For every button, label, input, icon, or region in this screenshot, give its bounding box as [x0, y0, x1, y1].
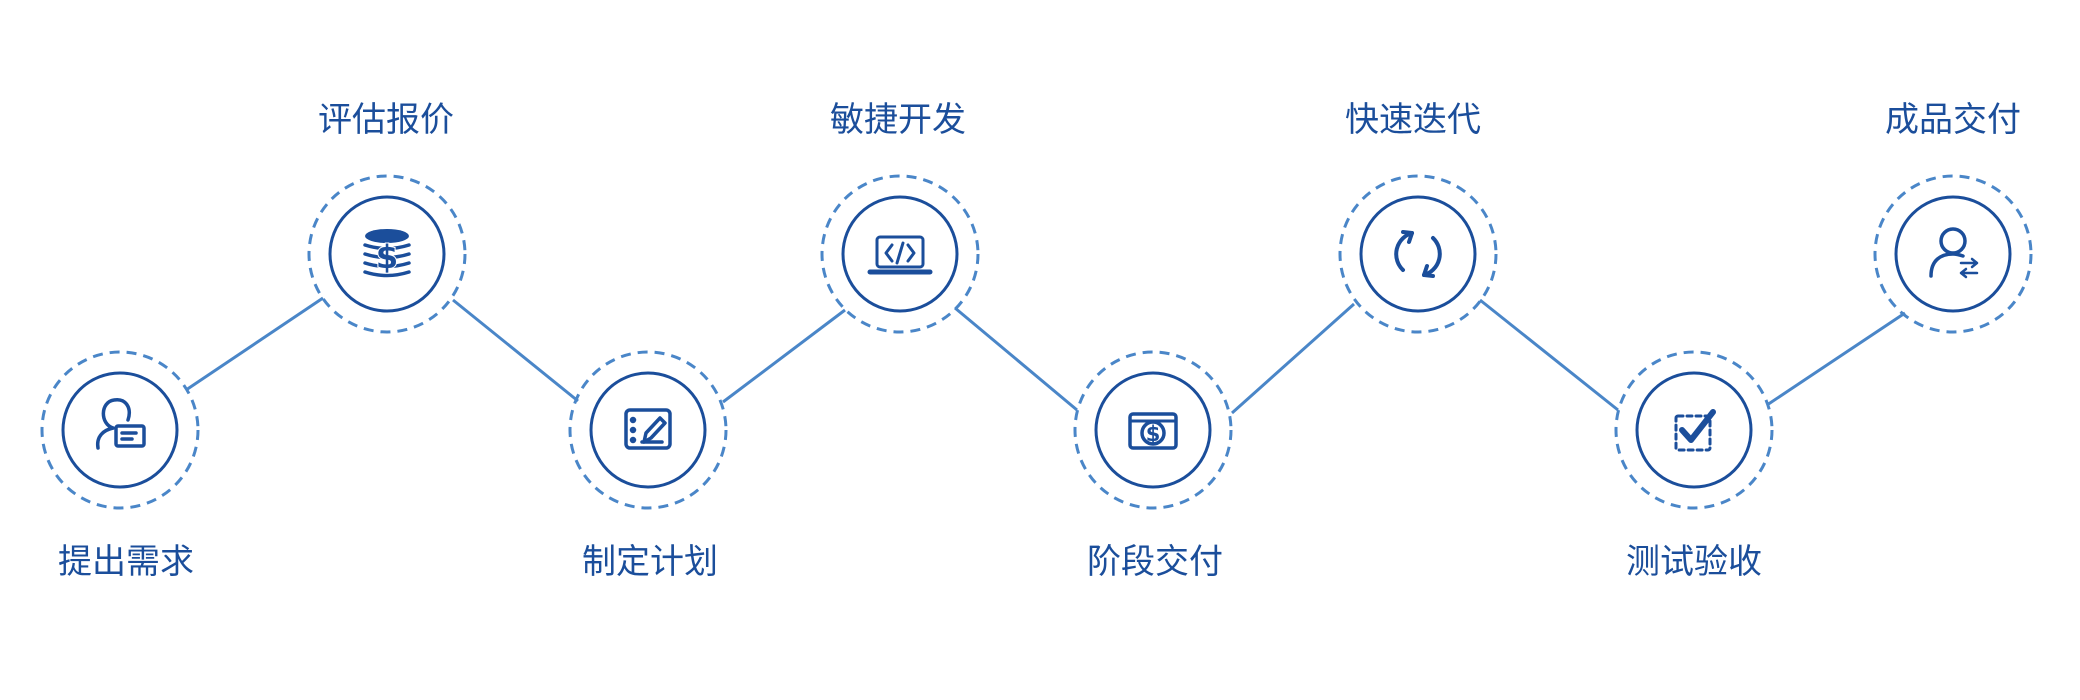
refresh-cycle-icon: [1394, 230, 1442, 278]
connector-line: [452, 298, 579, 403]
connector-line: [1479, 298, 1619, 412]
step-node-2: $: [307, 174, 467, 334]
connector-line: [1766, 311, 1906, 407]
laptop-code-icon: [867, 235, 933, 275]
connector-line: [185, 296, 324, 392]
svg-text:$: $: [1146, 422, 1161, 446]
user-exchange-icon: [1929, 227, 1979, 279]
plan-edit-icon: [624, 408, 672, 450]
step-label-5: 阶段交付: [1087, 542, 1223, 582]
step-label-4: 敏捷开发: [830, 100, 966, 140]
step-node-5: $: [1073, 350, 1233, 510]
cash-delivery-icon: $: [1128, 412, 1178, 450]
svg-text:$: $: [376, 238, 398, 276]
step-node-8: [1873, 174, 2033, 334]
step-node-4: [820, 174, 980, 334]
step-label-7: 测试验收: [1626, 542, 1762, 582]
connector-line: [954, 306, 1078, 412]
step-label-6: 快速迭代: [1345, 100, 1481, 140]
check-box-icon: [1674, 409, 1716, 452]
step-label-8: 成品交付: [1885, 100, 2021, 140]
connector-line: [722, 308, 846, 404]
step-label-2: 评估报价: [318, 100, 454, 140]
step-node-7: [1614, 350, 1774, 510]
connector-line: [1231, 302, 1355, 415]
step-node-1: [40, 350, 200, 510]
dollar-coins-icon: $: [363, 229, 411, 278]
step-node-6: [1338, 174, 1498, 334]
step-label-1: 提出需求: [58, 542, 194, 582]
user-document-icon: [95, 398, 146, 450]
step-label-3: 制定计划: [582, 542, 718, 582]
step-node-3: [568, 350, 728, 510]
